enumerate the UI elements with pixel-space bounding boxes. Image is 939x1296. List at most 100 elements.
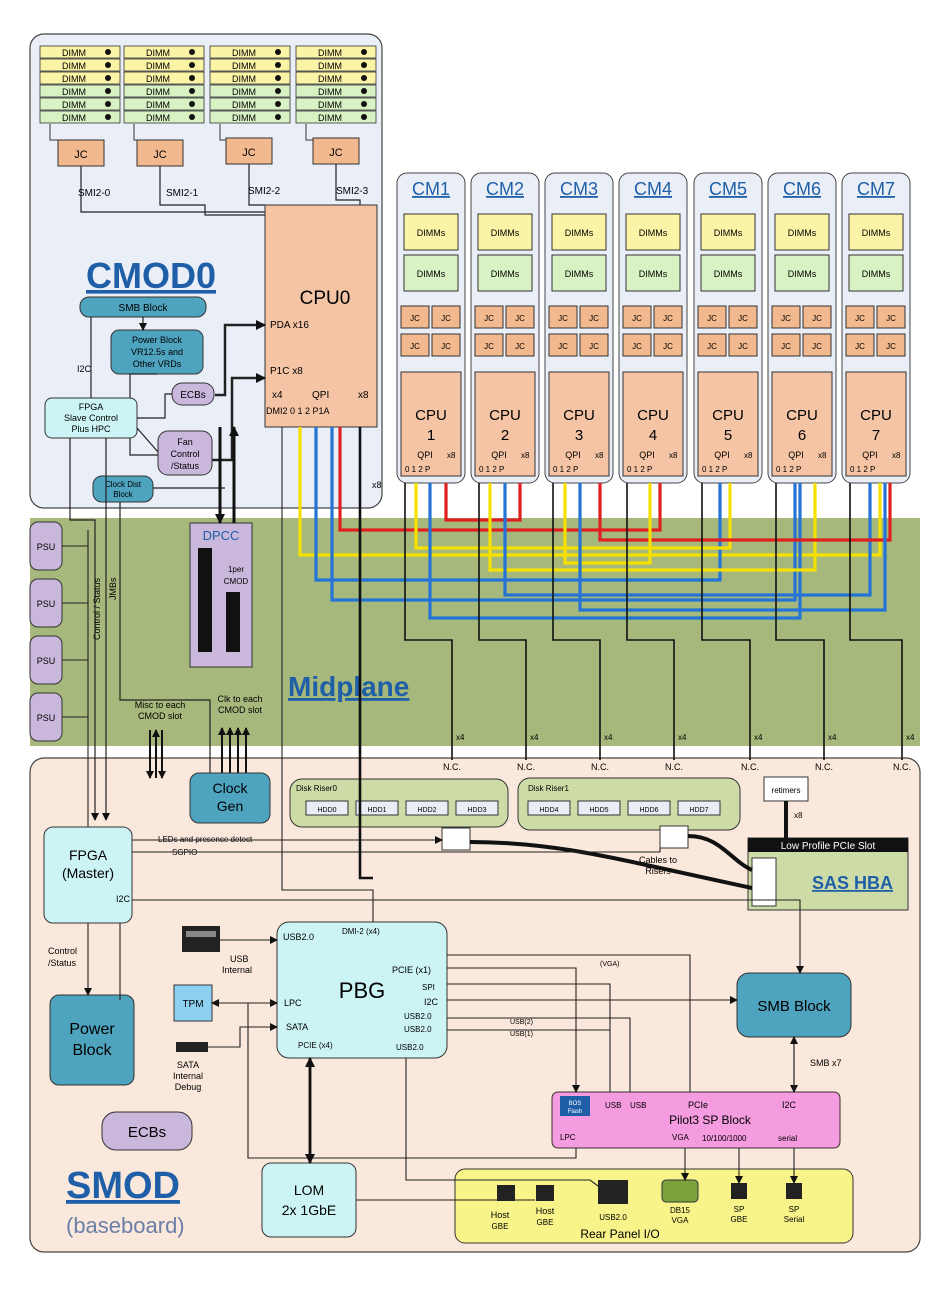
hdd-label: HDD1 [367, 807, 386, 814]
cm-cpu: CPU [860, 407, 892, 424]
retimers-label: retimers [772, 786, 801, 795]
sata-internal-label: SATA [177, 1060, 199, 1070]
cm-cpu: CPU [637, 407, 669, 424]
host-gbe-label: GBE [537, 1218, 554, 1227]
cm-cpu: CPU [415, 407, 447, 424]
usb-port-icon [598, 1180, 628, 1204]
hdd-label: HDD6 [639, 807, 658, 814]
cm-jc: JC [663, 342, 673, 351]
cm-jc: JC [441, 342, 451, 351]
lom-label: LOM [294, 1182, 324, 1198]
cm-x8: x8 [669, 451, 678, 460]
dimm-label: DIMM [232, 61, 256, 71]
tpm-box [173, 984, 213, 1022]
pbg-usb-b: USB2.0 [404, 1025, 432, 1034]
smod-subtitle: (baseboard) [66, 1213, 185, 1238]
nc-label: N.C. [517, 762, 535, 772]
fpga-line: FPGA [79, 402, 104, 412]
cm-dimms: DIMMs [565, 269, 594, 279]
cm-jc: JC [781, 314, 791, 323]
tpm-label: TPM [182, 999, 203, 1010]
power-block-label: Power [69, 1021, 115, 1038]
cm-dimms: DIMMs [565, 228, 594, 238]
nc-label: N.C. [591, 762, 609, 772]
pbg-dmi: DMI-2 (x4) [342, 927, 380, 936]
dimm-label: DIMM [62, 87, 86, 97]
cm-x8: x8 [447, 451, 456, 460]
fpga-line: Plus HPC [71, 424, 111, 434]
pbg-label: PBG [339, 978, 385, 1003]
cpu0-x8: x8 [358, 390, 369, 401]
pilot-usb2: USB [630, 1101, 646, 1110]
cm-name: CM2 [486, 179, 524, 199]
cm-dimms: DIMMs [491, 269, 520, 279]
pilot-eth: 10/100/1000 [702, 1134, 747, 1143]
cm-jc: JC [707, 314, 717, 323]
pilot-pcie: PCIe [688, 1100, 708, 1110]
clock-gen-label: Gen [217, 798, 243, 814]
host-gbe-port-icon [536, 1185, 554, 1201]
nc-label: N.C. [815, 762, 833, 772]
sata-internal-label: Debug [175, 1082, 202, 1092]
dimm-label: DIMM [146, 100, 170, 110]
hdd-label: HDD0 [317, 807, 336, 814]
dimm-label: DIMM [62, 74, 86, 84]
cm-qpi: QPI [491, 450, 507, 460]
pbg-spi: SPI [422, 983, 435, 992]
retimers-x8: x8 [794, 811, 803, 820]
dpcc-note: 1per [228, 565, 244, 574]
cm-jc: JC [410, 342, 420, 351]
hdd-label: HDD5 [589, 807, 608, 814]
smi-label: SMI2-0 [78, 188, 111, 199]
cm-name: CM5 [709, 179, 747, 199]
control-status-label: Control / Status [92, 577, 102, 640]
usb-internal-label: USB [230, 954, 249, 964]
dimm-label: DIMM [232, 74, 256, 84]
cm-dimms: DIMMs [788, 269, 817, 279]
fpga-line: Slave Control [64, 413, 118, 423]
cm-jc: JC [558, 314, 568, 323]
vga-bus-label: (VGA) [600, 961, 619, 968]
cm-jc: JC [855, 314, 865, 323]
sata-internal-port [176, 1042, 208, 1052]
clock-gen-label: Clock [212, 780, 248, 796]
power-block-line: Other VRDs [133, 359, 182, 369]
x8-side-label: x8 [372, 480, 382, 490]
cmod0-fan-control [157, 430, 213, 476]
smi-label: SMI2-1 [166, 188, 199, 199]
cm-ports: 0 1 2 P [405, 465, 430, 474]
cm-jc: JC [515, 342, 525, 351]
ecbs-label: ECBs [128, 1124, 166, 1141]
usb-bus-label: USB(2) [510, 1019, 533, 1026]
jc-label: JC [329, 147, 343, 159]
usb-internal-port [182, 926, 220, 952]
cm-dimms: DIMMs [714, 228, 743, 238]
cm-jc: JC [812, 314, 822, 323]
hdd-label: HDD2 [417, 807, 436, 814]
host-gbe-port-icon [497, 1185, 515, 1201]
smb-block-label: SMB Block [757, 998, 831, 1015]
cm-name: CM7 [857, 179, 895, 199]
cm-dimms: DIMMs [639, 269, 668, 279]
cm-ports: 0 1 2 P [776, 465, 801, 474]
host-gbe-label: Host [491, 1210, 510, 1220]
jc-label: JC [242, 147, 256, 159]
control-status-label: /Status [48, 958, 77, 968]
cm-cpu: CPU [489, 407, 521, 424]
cm-ports: 0 1 2 P [627, 465, 652, 474]
bios-flash-label: BOS [569, 1101, 582, 1107]
dimm-label: DIMM [318, 61, 342, 71]
dimm-label: DIMM [62, 113, 86, 123]
fan-line: /Status [171, 461, 200, 471]
pilot-serial: serial [778, 1134, 797, 1143]
clk-label: CMOD slot [218, 705, 263, 715]
x4-label: x4 [456, 733, 465, 742]
dimm-label: DIMM [232, 48, 256, 58]
cpu0-p1c: P1C x8 [270, 366, 303, 377]
sp-gbe-port-icon [731, 1183, 747, 1199]
cm-ports: 0 1 2 P [702, 465, 727, 474]
